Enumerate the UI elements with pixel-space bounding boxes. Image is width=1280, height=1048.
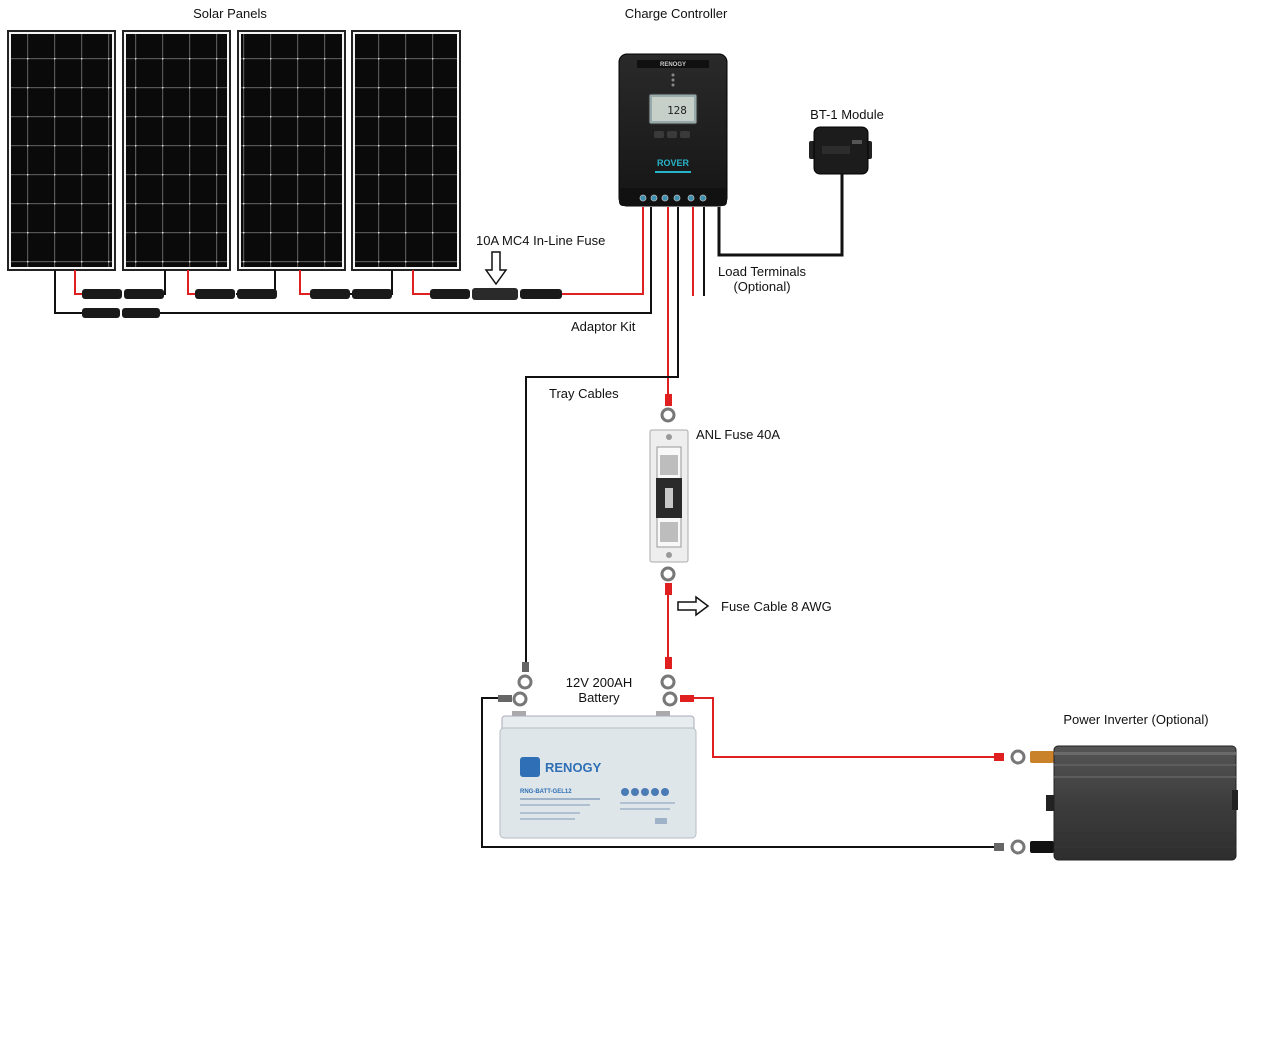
battery-model: RNG-BATT-GEL12 bbox=[520, 789, 572, 795]
anl-fuse-label: ANL Fuse 40A bbox=[696, 427, 781, 442]
controller-brand: RENOGY bbox=[660, 62, 686, 68]
battery-terminal-rings bbox=[498, 691, 694, 707]
inverter-wiring bbox=[481, 697, 995, 848]
solar-panels-label: Solar Panels bbox=[193, 6, 267, 21]
fuse-cable-label: Fuse Cable 8 AWG bbox=[721, 599, 832, 614]
bt1-cable bbox=[717, 174, 844, 257]
anl-fuse bbox=[649, 429, 689, 563]
load-terminal-wires bbox=[692, 207, 705, 296]
fuse-cable bbox=[660, 566, 676, 690]
solar-panel-4 bbox=[351, 30, 461, 271]
power-inverter bbox=[1030, 745, 1238, 861]
battery-label-line2: Battery bbox=[578, 690, 620, 705]
inline-fuse-label: 10A MC4 In-Line Fuse bbox=[476, 233, 606, 248]
solar-panel-1 bbox=[7, 30, 116, 271]
bt1-module-label: BT-1 Module bbox=[810, 107, 884, 122]
solar-panel-3 bbox=[237, 30, 346, 271]
tray-cables-label: Tray Cables bbox=[549, 386, 619, 401]
power-inverter-label: Power Inverter (Optional) bbox=[1063, 712, 1209, 727]
charge-controller-label: Charge Controller bbox=[624, 6, 728, 21]
load-terminals-label-line2: (Optional) bbox=[733, 279, 791, 294]
battery-brand: RENOGY bbox=[545, 760, 602, 775]
load-terminals-label: Load Terminals (Optional) bbox=[718, 264, 806, 294]
controller-display: 128 bbox=[667, 104, 687, 117]
solar-panel-2 bbox=[122, 30, 231, 271]
adaptor-kit-label: Adaptor Kit bbox=[571, 319, 636, 334]
fuse-cable-arrow-icon bbox=[677, 595, 710, 617]
inverter-ring-terminals bbox=[994, 749, 1026, 855]
ring-terminal-top bbox=[660, 394, 676, 423]
controller-battery-cables bbox=[525, 207, 679, 662]
battery-label: 12V 200AH Battery bbox=[566, 675, 633, 705]
battery: RENOGY RNG-BATT-GEL12 bbox=[499, 711, 697, 839]
bt1-module bbox=[809, 126, 872, 175]
ring-terminal-negative bbox=[517, 662, 533, 690]
inline-fuse-arrow-icon bbox=[484, 251, 508, 286]
battery-label-line1: 12V 200AH bbox=[565, 675, 633, 690]
mc4-connectors bbox=[82, 288, 562, 318]
controller-model: ROVER bbox=[657, 158, 690, 168]
load-terminals-label-line1: Load Terminals bbox=[718, 264, 806, 279]
charge-controller: RENOGY 128 ROVER bbox=[618, 53, 728, 207]
